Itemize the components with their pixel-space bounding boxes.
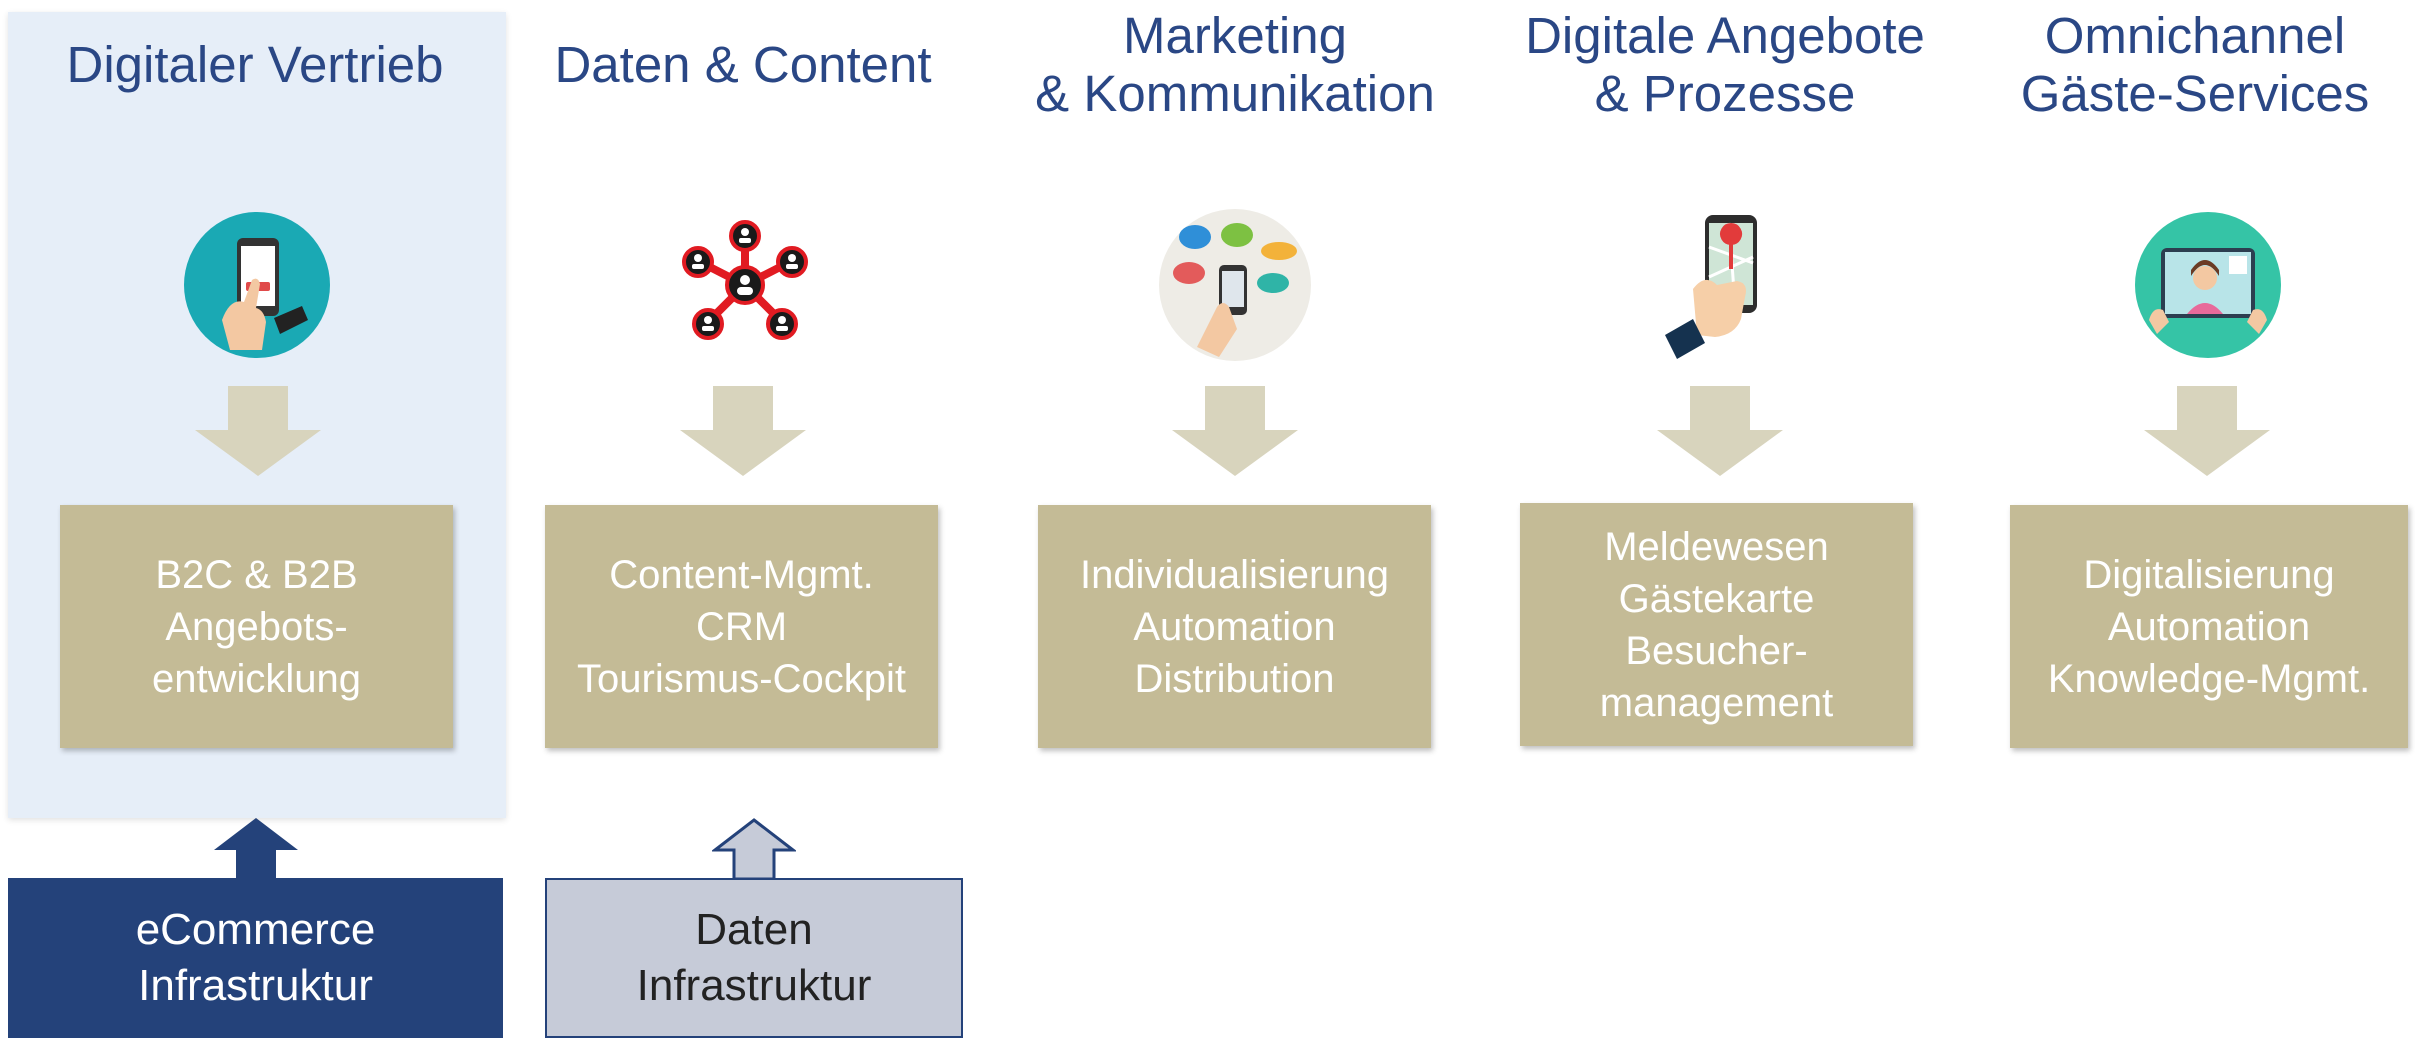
box-line: Knowledge-Mgmt. (2047, 656, 2371, 701)
box-line: Gästekarte (1618, 576, 1815, 621)
up-arrow-ecommerce (214, 818, 298, 880)
down-arrow-3 (1172, 386, 1298, 476)
column-title-digitale-angebote: Digitale Angebote & Prozesse (1525, 7, 1925, 122)
network-people-icon (665, 205, 825, 365)
box-line: Distribution (1134, 656, 1335, 701)
box-line: entwicklung (151, 656, 361, 701)
down-arrow-5 (2144, 386, 2270, 476)
box-line: Besucher- (1625, 628, 1808, 673)
down-arrow-2 (680, 386, 806, 476)
column-title-digitaler-vertrieb: Digitaler Vertrieb (66, 36, 444, 93)
box-digitale-angebote: Meldewesen Gästekarte Besucher- manageme… (1520, 503, 1913, 746)
column-title-daten-content: Daten & Content (554, 36, 932, 93)
column-title-marketing: Marketing & Kommunikation (1035, 7, 1435, 122)
box-line: management (1599, 680, 1834, 725)
box-marketing: Individualisierung Automation Distributi… (1038, 505, 1431, 748)
map-phone-icon (1643, 205, 1803, 365)
box-line: Meldewesen (1604, 524, 1829, 569)
infra-line: Daten (695, 905, 813, 954)
box-line: Automation (2107, 604, 2311, 649)
box-line: Tourismus-Cockpit (577, 656, 906, 701)
up-arrow-daten (712, 818, 796, 880)
infra-line: Infrastruktur (636, 961, 872, 1010)
online-booking-icon (177, 205, 337, 365)
column-title-omnichannel: Omnichannel Gäste-Services (2020, 7, 2370, 122)
box-line: Digitalisierung (2083, 552, 2335, 597)
box-omnichannel: Digitalisierung Automation Knowledge-Mgm… (2010, 505, 2408, 748)
box-daten-content: Content-Mgmt. CRM Tourismus-Cockpit (545, 505, 938, 748)
box-digitaler-vertrieb: B2C & B2B Angebots- entwicklung (60, 505, 453, 748)
box-line: B2C & B2B (155, 552, 358, 597)
box-line: CRM (695, 604, 788, 649)
social-media-phone-icon (1155, 205, 1315, 365)
infra-line: Infrastruktur (138, 961, 373, 1010)
down-arrow-1 (195, 386, 321, 476)
data-infrastructure-box: Daten Infrastruktur (545, 878, 963, 1038)
box-line: Content-Mgmt. (609, 552, 874, 597)
down-arrow-4 (1657, 386, 1783, 476)
box-line: Individualisierung (1079, 552, 1390, 597)
infra-line: eCommerce (135, 905, 376, 954)
ecommerce-infrastructure-box: eCommerce Infrastruktur (8, 878, 503, 1038)
box-line: Angebots- (165, 604, 348, 649)
video-call-icon (2128, 205, 2288, 365)
box-line: Automation (1133, 604, 1336, 649)
